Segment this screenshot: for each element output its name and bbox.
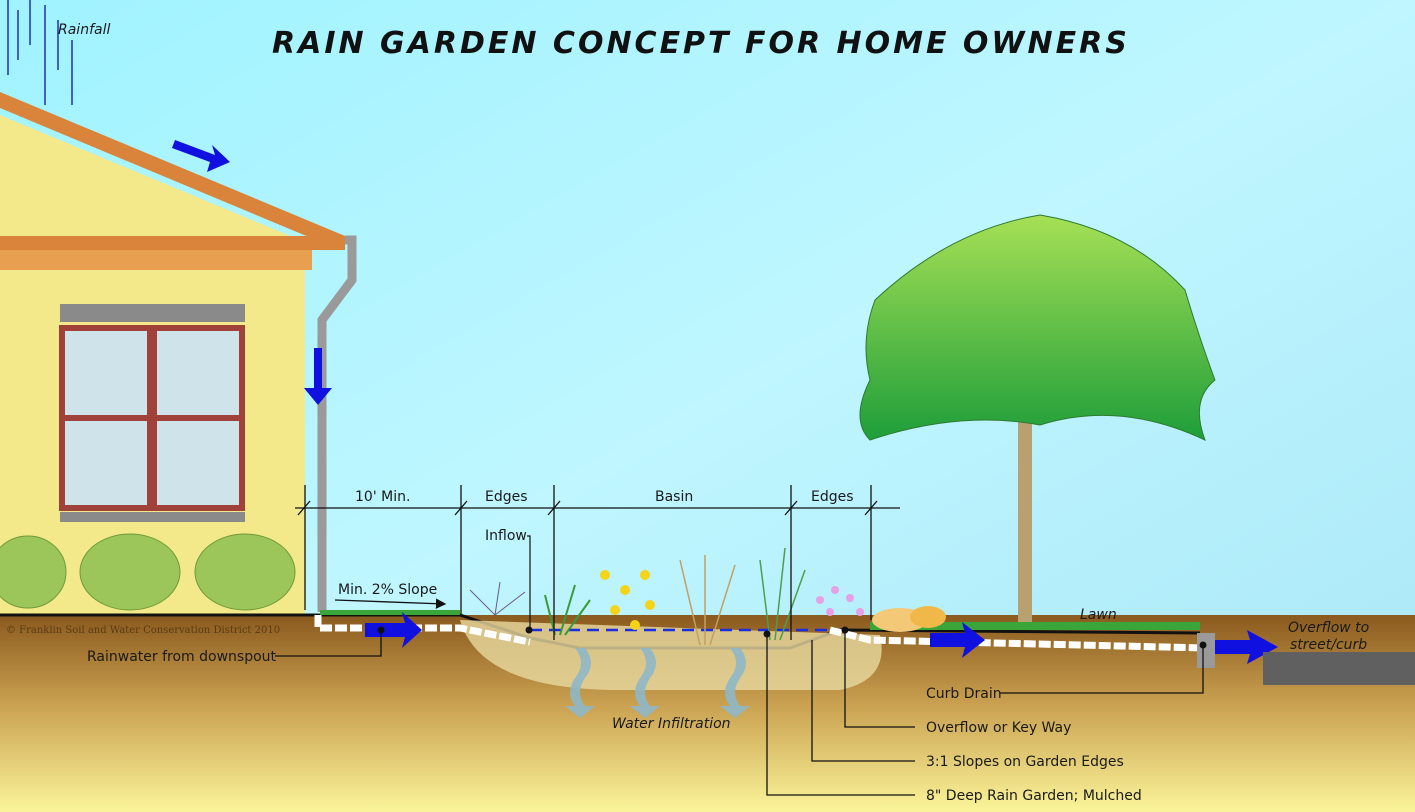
grass-left <box>320 610 460 615</box>
edges-right-label: Edges <box>811 489 854 505</box>
inflow-leader <box>527 535 531 630</box>
slope-label: Min. 2% Slope <box>338 582 437 598</box>
diagram-title: RAIN GARDEN CONCEPT FOR HOME OWNERS <box>272 26 1130 61</box>
ten-min-label: 10' Min. <box>355 489 410 505</box>
edges-left-label: Edges <box>485 489 528 505</box>
tree <box>859 214 1216 622</box>
street-flow-arrow <box>1215 630 1278 664</box>
deep-garden-label: 8" Deep Rain Garden; Mulched <box>926 788 1142 804</box>
roof-flow-arrow <box>172 140 230 172</box>
keyway-label: Overflow or Key Way <box>926 720 1071 736</box>
grass-right <box>870 622 1200 630</box>
lawn-label: Lawn <box>1080 607 1117 623</box>
copyright: © Franklin Soil and Water Conservation D… <box>6 625 280 636</box>
inflow-label: Inflow <box>485 528 527 544</box>
house <box>0 92 345 615</box>
curb-drain-label: Curb Drain <box>926 686 1002 702</box>
overflow-label-line2: street/curb <box>1290 637 1367 653</box>
overflow-label-line1: Overflow to <box>1288 620 1369 636</box>
infiltration-label: Water Infiltration <box>612 716 731 732</box>
overflow-pipe <box>829 626 1206 652</box>
pipe-flow-arrow-2 <box>930 622 985 658</box>
rainfall-label: Rainfall <box>58 22 110 38</box>
callout-leaders <box>275 630 1204 796</box>
rain-streaks <box>7 0 73 105</box>
shrubs <box>0 533 296 611</box>
slopes-label: 3:1 Slopes on Garden Edges <box>926 754 1124 770</box>
garden-plants <box>469 547 946 646</box>
curb <box>1197 633 1215 668</box>
downspout <box>317 235 357 612</box>
inflow-dot <box>525 626 533 634</box>
rainwater-label: Rainwater from downspout <box>87 649 277 665</box>
garden-soil-mix <box>460 620 882 690</box>
street <box>1263 652 1415 685</box>
dimension-line <box>295 485 900 640</box>
pipe-flow-arrow-1 <box>365 612 422 648</box>
basin-label: Basin <box>655 489 693 505</box>
slope-arrow <box>334 598 447 609</box>
downspout-flow-arrow <box>304 348 332 405</box>
infiltration-arrows <box>565 648 750 718</box>
callout-dots <box>377 626 1207 649</box>
